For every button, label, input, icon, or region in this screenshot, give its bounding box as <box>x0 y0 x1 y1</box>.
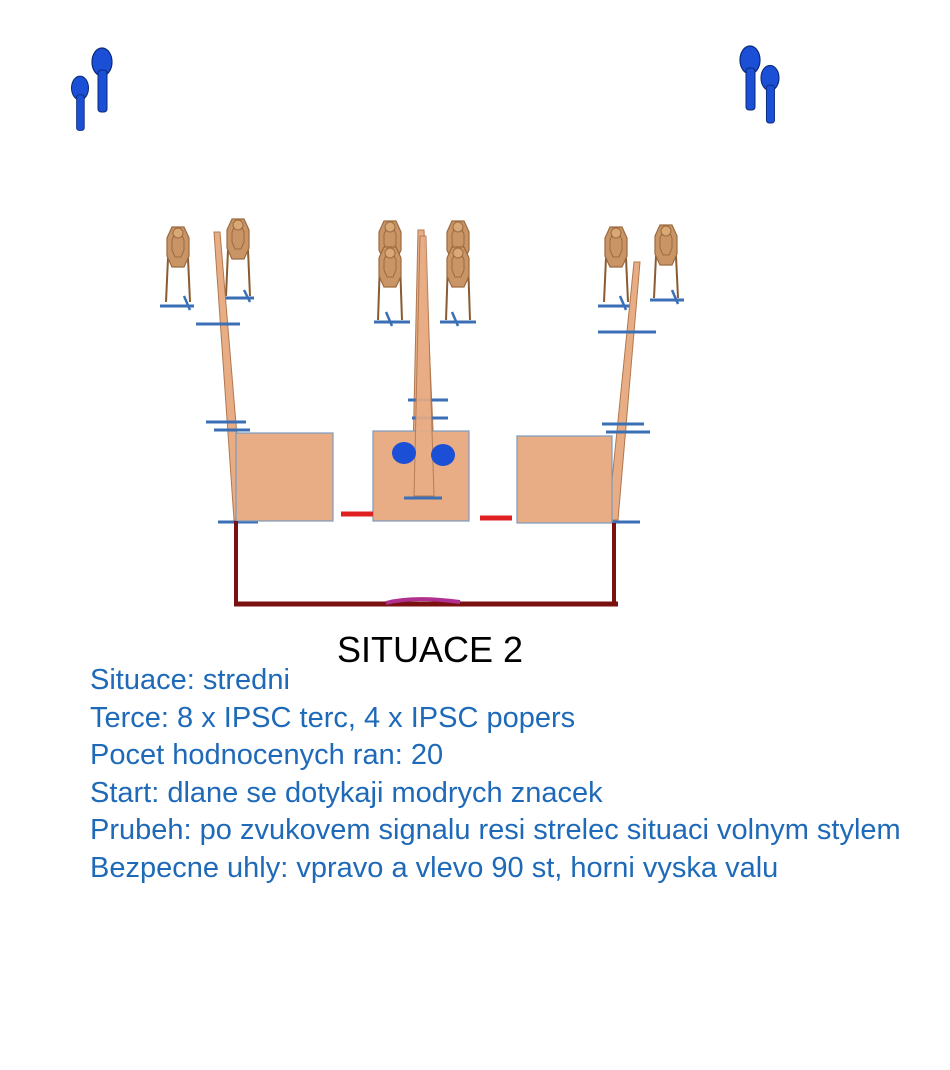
situation-line: Situace: stredni <box>90 664 290 696</box>
ipsc-target-icon <box>598 226 632 311</box>
shots-line: Pocet hodnocenych ran: 20 <box>90 739 444 771</box>
ipsc-target-icon <box>160 226 194 311</box>
shooter-right-icon <box>739 45 780 124</box>
targets-line: Terce: 8 x IPSC terc, 4 x IPSC popers <box>90 701 576 734</box>
shooter-left-icon <box>70 47 113 132</box>
target-group-left <box>160 218 254 311</box>
angled-wall-right <box>598 261 656 524</box>
target-group-middle <box>374 220 476 327</box>
start-line: Start: dlane se dotykaji modrych znacek <box>90 776 603 809</box>
course-line: Prubeh: po zvukovem signalu resi strelec… <box>90 814 901 846</box>
stage-title: SITUACE 2 <box>336 629 524 670</box>
safety-line: Bezpecne uhly: vpravo a vlevo 90 st, hor… <box>90 851 779 884</box>
fault-line <box>234 521 618 607</box>
barrel-left <box>235 432 334 522</box>
stage-diagram <box>70 45 780 607</box>
target-group-right <box>598 224 684 311</box>
stage-description: Situace: stredni Terce: 8 x IPSC terc, 4… <box>90 662 940 887</box>
barrel-right <box>516 435 613 524</box>
ipsc-target-icon <box>440 220 476 327</box>
ipsc-target-icon <box>650 224 684 305</box>
ipsc-target-icon <box>374 220 410 327</box>
hand-marker-icon <box>392 442 455 466</box>
